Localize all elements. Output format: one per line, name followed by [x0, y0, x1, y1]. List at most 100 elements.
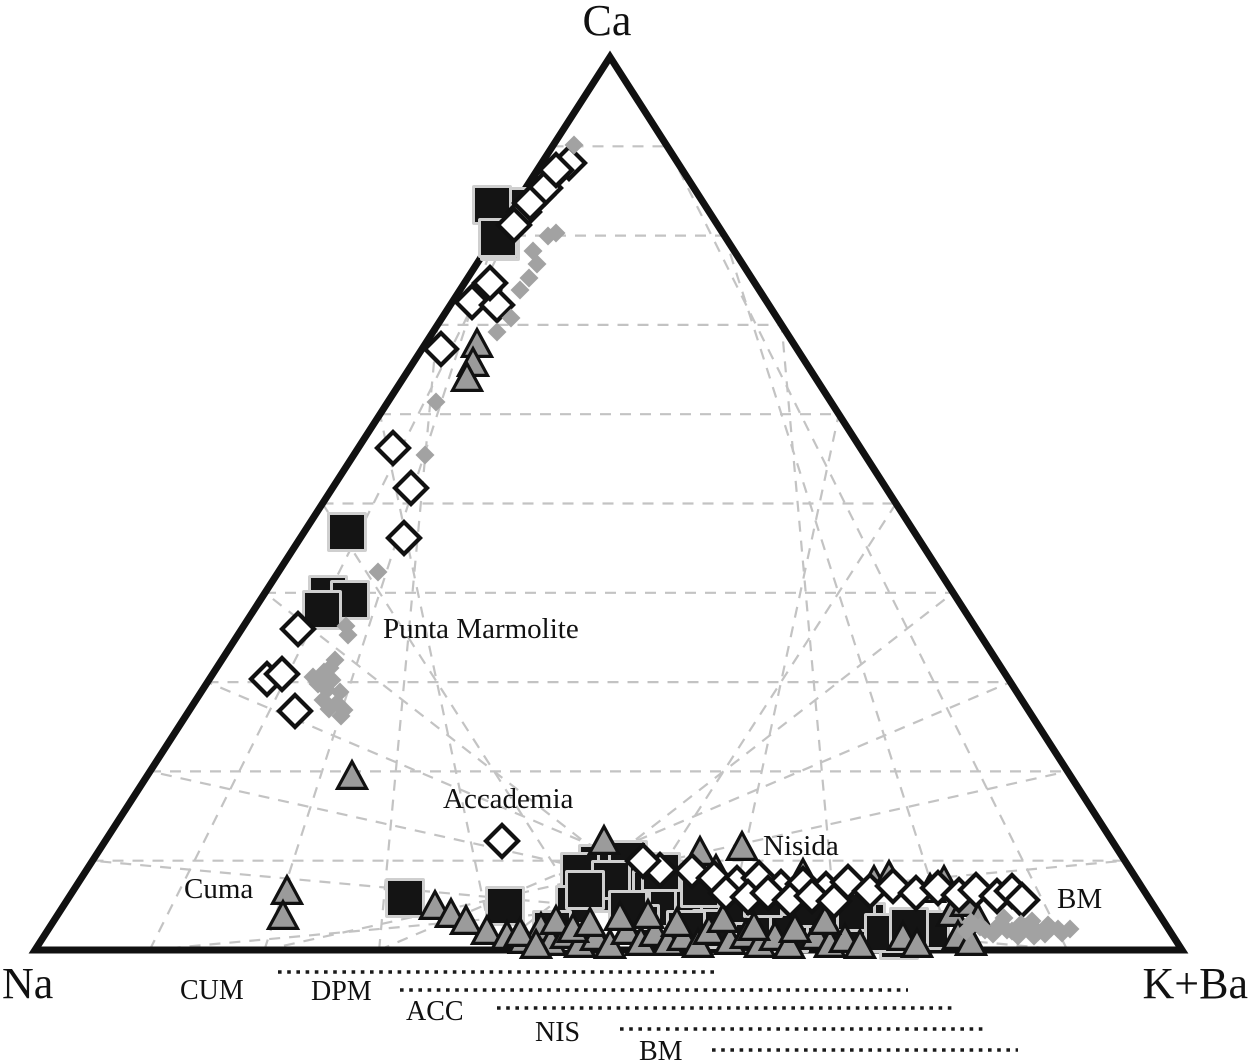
marker-gray-diamond — [303, 667, 323, 687]
marker-gray-diamond — [1060, 919, 1080, 939]
marker-gray-triangle — [518, 927, 554, 959]
gridline-left-diagonal — [378, 681, 1011, 952]
marker-gray-triangle — [448, 903, 484, 935]
marker-gray-triangle — [777, 911, 813, 943]
marker-gray-triangle — [736, 909, 772, 941]
marker-gray-diamond — [997, 920, 1017, 940]
marker-gray-diamond — [319, 699, 339, 719]
series-gray-diamond — [303, 135, 1080, 946]
ternary-gridlines — [92, 145, 1125, 952]
marker-gray-diamond — [523, 241, 543, 261]
series-gray-triangle — [265, 326, 996, 959]
marker-open-diamond — [276, 692, 314, 730]
gridline-right-diagonal — [149, 770, 953, 952]
marker-filled-square — [488, 889, 522, 923]
marker-gray-diamond — [415, 445, 435, 465]
marker-gray-diamond — [501, 308, 521, 328]
marker-gray-triangle — [449, 360, 485, 392]
marker-gray-diamond — [426, 392, 446, 412]
marker-open-diamond — [263, 655, 301, 693]
marker-open-diamond — [374, 429, 412, 467]
inplot-label-accademia: Accademia — [443, 783, 574, 815]
marker-gray-triangle — [771, 927, 807, 959]
marker-open-diamond — [483, 822, 521, 860]
marker-gray-diamond — [564, 135, 584, 155]
marker-gray-triangle — [538, 903, 574, 935]
marker-gray-triangle — [572, 905, 608, 937]
marker-open-diamond — [279, 610, 317, 648]
marker-filled-square — [568, 873, 602, 907]
marker-gray-triangle — [469, 913, 505, 945]
marker-gray-diamond — [1011, 914, 1031, 934]
marker-open-diamond — [422, 330, 460, 368]
marker-open-diamond — [537, 151, 575, 189]
marker-gray-triangle — [659, 905, 695, 937]
marker-gray-triangle — [502, 915, 538, 947]
marker-filled-square — [388, 881, 422, 915]
marker-open-diamond — [453, 283, 491, 321]
gridline-left-diagonal — [666, 145, 1069, 951]
inplot-label-punta-marmolite: Punta Marmolite — [383, 613, 579, 645]
gridline-left-diagonal — [780, 324, 839, 951]
marker-filled-square — [305, 593, 339, 627]
marker-gray-diamond — [956, 921, 976, 941]
marker-gray-diamond — [970, 917, 990, 937]
marker-gray-diamond — [983, 924, 1003, 944]
apex-label-ca: Ca — [583, 0, 632, 45]
apex-label-kba: K+Ba — [1143, 959, 1248, 1008]
marker-gray-diamond — [334, 700, 354, 720]
marker-open-diamond — [624, 842, 662, 880]
marker-gray-diamond — [510, 280, 530, 300]
marker-gray-triangle — [334, 758, 370, 790]
marker-gray-diamond — [338, 625, 358, 645]
marker-open-diamond — [385, 519, 423, 557]
series-open-diamond — [248, 144, 1041, 920]
marker-gray-triangle — [586, 823, 622, 855]
marker-gray-diamond — [330, 682, 350, 702]
legend-label-bm: BM — [639, 1036, 683, 1064]
marker-gray-triangle — [630, 897, 666, 929]
legend-label-cum: CUM — [180, 975, 244, 1006]
marker-gray-triangle — [265, 898, 301, 930]
marker-gray-triangle — [705, 901, 741, 933]
inplot-label-bm: BM — [1057, 883, 1102, 915]
marker-gray-triangle — [807, 903, 843, 935]
marker-gray-diamond — [487, 322, 507, 342]
gridline-right-diagonal — [378, 324, 439, 951]
gridline-left-diagonal — [264, 770, 1068, 952]
marker-gray-diamond — [1024, 926, 1044, 946]
marker-gray-triangle — [269, 873, 305, 905]
marker-gray-diamond — [538, 226, 558, 246]
marker-open-diamond — [815, 882, 853, 920]
marker-gray-diamond — [519, 268, 539, 288]
marker-gray-triangle — [953, 924, 989, 956]
gridline-left-diagonal — [723, 235, 954, 951]
marker-gray-triangle — [724, 829, 760, 861]
marker-open-diamond — [392, 469, 430, 507]
legend-label-dpm: DPM — [311, 976, 372, 1007]
marker-open-diamond — [511, 184, 549, 222]
marker-gray-diamond — [1038, 915, 1058, 935]
marker-gray-triangle — [602, 899, 638, 931]
gridline-right-diagonal — [263, 235, 497, 951]
gridline-right-diagonal — [207, 681, 839, 952]
marker-gray-diamond — [368, 562, 388, 582]
apex-label-na: Na — [2, 959, 53, 1008]
inplot-label-cuma: Cuma — [184, 873, 253, 905]
gridline-left-diagonal — [493, 591, 954, 951]
legend-label-nis: NIS — [535, 1017, 580, 1048]
data-markers — [248, 135, 1080, 960]
marker-gray-triangle — [459, 326, 495, 358]
gridline-right-diagonal — [264, 591, 724, 951]
marker-filled-square — [330, 515, 364, 549]
marker-open-diamond — [471, 264, 509, 302]
marker-gray-triangle — [842, 927, 878, 959]
marker-gray-diamond — [325, 650, 345, 670]
marker-gray-triangle — [417, 888, 453, 920]
marker-open-diamond — [495, 206, 533, 244]
marker-filled-square — [475, 188, 509, 222]
